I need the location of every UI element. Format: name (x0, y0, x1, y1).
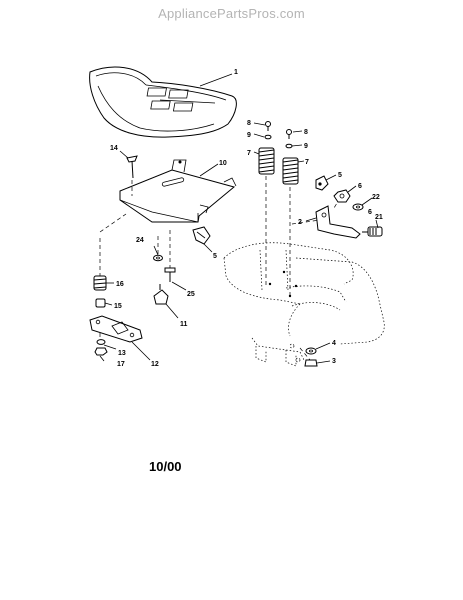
callout-1: 1 (234, 69, 238, 76)
bolt-25-part[interactable] (164, 267, 176, 282)
callout-21: 21 (375, 214, 383, 221)
callout-25: 25 (187, 291, 195, 298)
spring-16-part[interactable] (93, 275, 107, 291)
seat-pan-part[interactable] (119, 159, 237, 223)
washer-24-part[interactable] (153, 254, 163, 262)
callout-labels: 1 10 14 8 9 7 8 9 7 5 6 22 6 21 2 5 24 2… (110, 69, 383, 368)
callout-16: 16 (116, 281, 124, 288)
callout-6a: 6 (358, 183, 362, 190)
date-code: 10/00 (149, 459, 182, 474)
callout-22: 22 (372, 194, 380, 201)
callout-10: 10 (219, 160, 227, 167)
seat-bolt-part[interactable] (126, 155, 138, 179)
washer-13-part[interactable] (96, 339, 106, 345)
watermark: AppliancePartsPros.com (158, 6, 305, 21)
callout-7a: 7 (247, 150, 251, 157)
seat-part[interactable] (89, 66, 237, 138)
spring-left-part[interactable] (258, 147, 275, 175)
bushing-15-part[interactable] (95, 298, 106, 308)
callout-6b: 6 (368, 209, 372, 216)
callout-14: 14 (110, 145, 118, 152)
callout-13: 13 (118, 350, 126, 357)
pivot-bushing-11-part[interactable] (153, 284, 169, 305)
callout-8a: 8 (247, 120, 251, 127)
callout-9a: 9 (247, 132, 251, 139)
seat-bracket-part[interactable] (315, 205, 361, 239)
callout-3: 3 (332, 358, 336, 365)
callout-4: 4 (332, 340, 336, 347)
nut-17-part[interactable] (94, 347, 108, 356)
callout-7b: 7 (305, 159, 309, 166)
callout-5b: 5 (213, 253, 217, 260)
callout-5a: 5 (338, 172, 342, 179)
callout-11: 11 (180, 321, 188, 328)
adjust-knob-part[interactable] (315, 175, 329, 191)
pivot-plate-12-part[interactable] (89, 315, 143, 343)
callout-24: 24 (136, 237, 144, 244)
bolt-3-part[interactable] (304, 359, 318, 367)
knob-bolt-part[interactable] (362, 226, 383, 237)
washer-4-part[interactable] (305, 347, 317, 355)
seat-clip-part[interactable] (192, 226, 211, 245)
flat-washer-part[interactable] (352, 203, 364, 211)
hex-nut-part[interactable] (333, 189, 351, 203)
chassis-outline (223, 242, 385, 367)
callout-17: 17 (117, 361, 125, 368)
callout-8b: 8 (304, 129, 308, 136)
callout-15: 15 (114, 303, 122, 310)
spring-bolts-part[interactable] (264, 121, 293, 149)
callout-2: 2 (298, 219, 302, 226)
leader-lines (99, 73, 379, 364)
callout-9b: 9 (304, 143, 308, 150)
spring-right-part[interactable] (282, 157, 299, 185)
callout-12: 12 (151, 361, 159, 368)
